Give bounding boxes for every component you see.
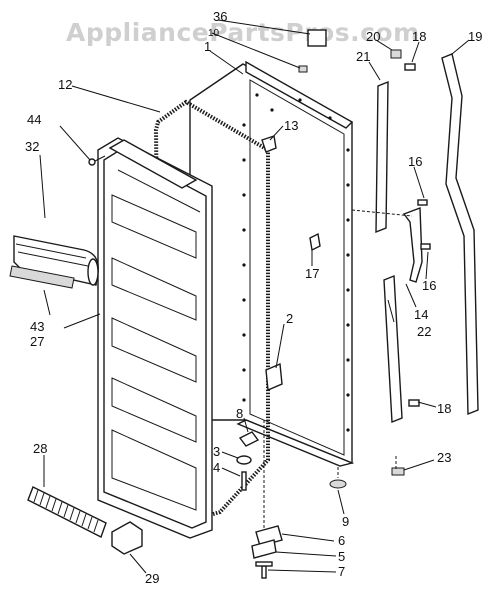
callout-29: 29: [145, 571, 159, 586]
leader-lines: [39, 19, 470, 574]
callout-12: 12: [58, 77, 72, 92]
callout-19: 19: [468, 29, 482, 44]
callout-labels: 36 10 1 12 44 32 13 20 18 21 19 16 16 17…: [25, 9, 482, 586]
callout-21: 21: [356, 49, 370, 64]
callout-6: 6: [338, 533, 345, 548]
shelf-trim: [9, 265, 75, 289]
callout-18-lower: 18: [437, 401, 451, 416]
callout-44: 44: [27, 112, 41, 127]
callout-17: 17: [305, 266, 319, 281]
door-stop: [261, 135, 277, 153]
door-panel: [189, 60, 355, 467]
door-liner: [97, 137, 213, 539]
callout-4: 4: [213, 460, 220, 475]
callout-18-top: 18: [412, 29, 426, 44]
callout-3: 3: [213, 444, 220, 459]
callout-28: 28: [33, 441, 47, 456]
callout-13: 13: [284, 118, 298, 133]
clip-17: [309, 232, 321, 252]
bottom-clip: [111, 521, 143, 555]
callout-5: 5: [338, 549, 345, 564]
hinge-bracket: [265, 362, 283, 392]
watermark: AppliancePartsPros.com: [66, 18, 420, 47]
callout-1: 1: [204, 39, 211, 54]
top-trim: [88, 139, 198, 189]
callout-7: 7: [338, 564, 345, 579]
hinge-hardware: [236, 431, 347, 579]
callout-32: 32: [25, 139, 39, 154]
callout-27: 27: [30, 334, 44, 349]
callout-9: 9: [342, 514, 349, 529]
callout-2: 2: [286, 311, 293, 326]
callout-36: 36: [213, 9, 227, 24]
callout-20: 20: [366, 29, 380, 44]
callout-10: 10: [208, 28, 220, 39]
handle-trim: [375, 80, 403, 424]
callout-16-upper: 16: [408, 154, 422, 169]
callout-16-lower: 16: [422, 278, 436, 293]
callout-22: 22: [417, 324, 431, 339]
door-handle: [441, 53, 479, 416]
callout-8: 8: [236, 406, 243, 421]
projection-lines: [263, 209, 413, 530]
handle-bracket: [402, 207, 423, 283]
callout-43: 43: [30, 319, 44, 334]
screws: [298, 29, 431, 476]
vent-grille: [27, 486, 107, 538]
callout-14: 14: [414, 307, 428, 322]
callout-23: 23: [437, 450, 451, 465]
